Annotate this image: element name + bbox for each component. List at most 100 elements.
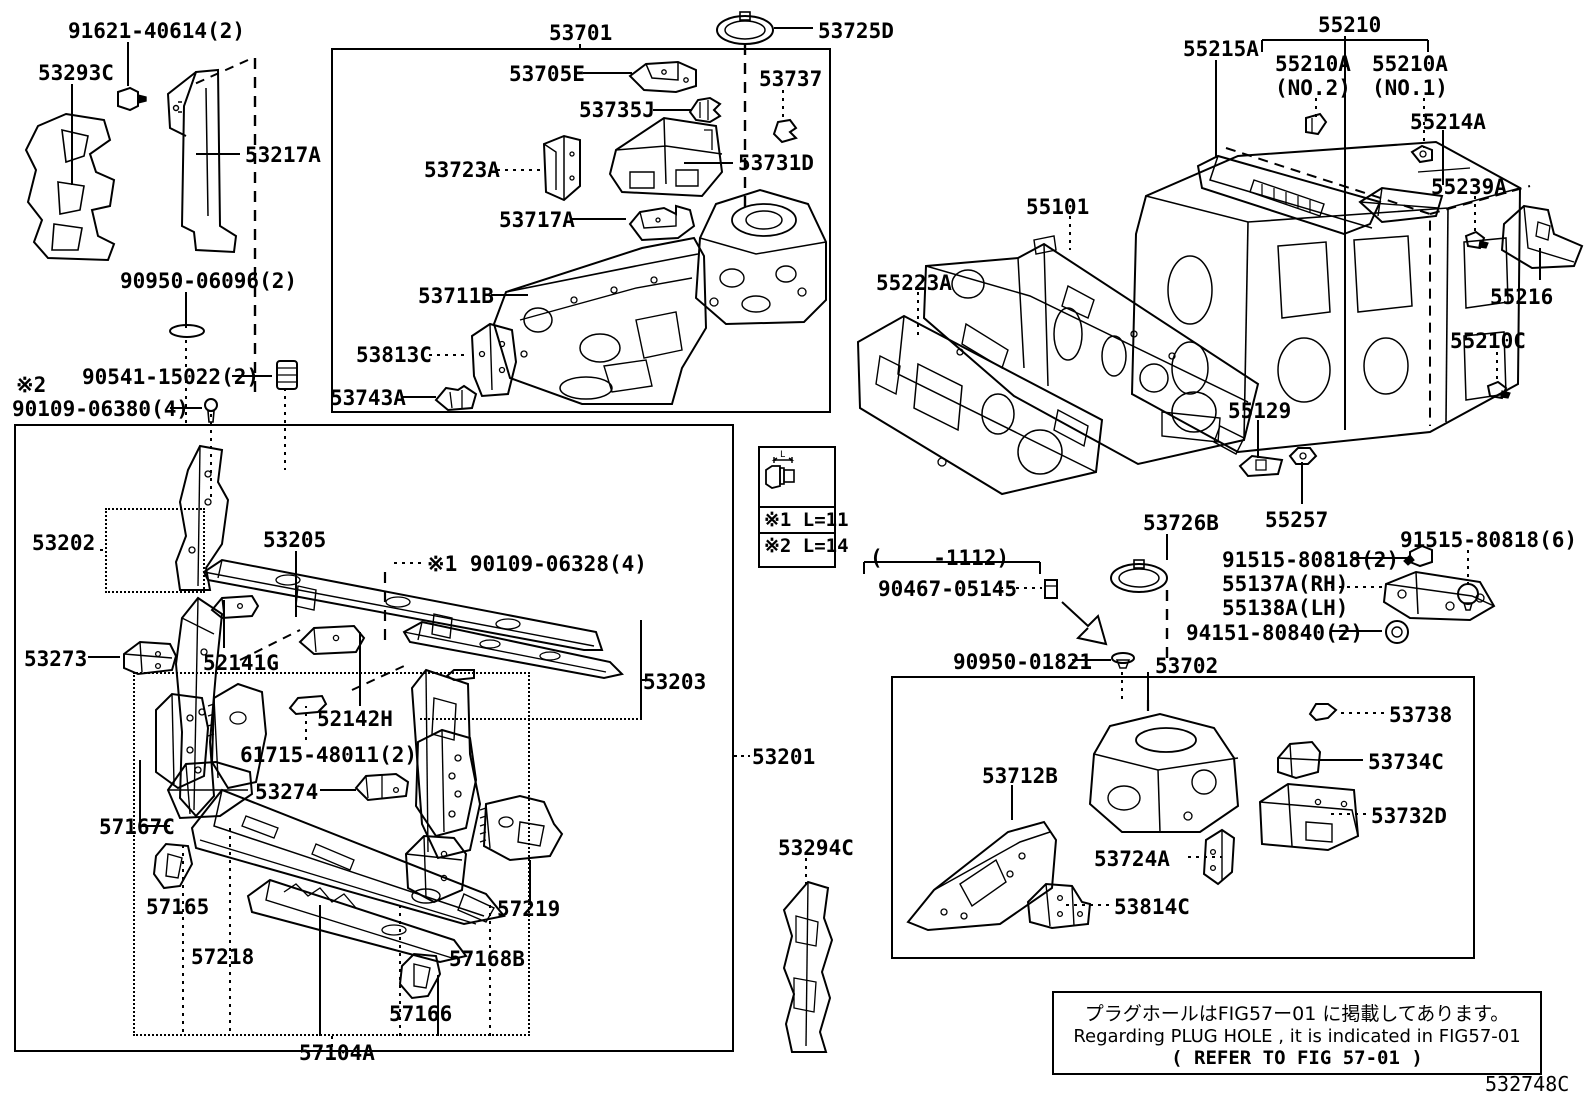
part-label-53711b: 53711B xyxy=(418,284,494,308)
part-art-53205 xyxy=(202,558,604,651)
part-label-90109063804: 90109-06380(4) xyxy=(12,397,190,421)
legend-row-1: ※1 L=11 xyxy=(760,506,849,532)
note-english: Regarding PLUG HOLE , it is indicated in… xyxy=(1073,1026,1521,1047)
part-label-57165: 57165 xyxy=(146,895,210,919)
part-art-57104A xyxy=(190,788,506,926)
group-box-53203 xyxy=(420,620,642,720)
part-art-53743A xyxy=(434,384,478,412)
part-label-53294c: 53294C xyxy=(778,836,854,860)
part-art-53293C xyxy=(24,112,116,262)
part-art-53203 xyxy=(402,620,624,680)
part-art-55223A xyxy=(856,314,1104,496)
part-art-57168B xyxy=(404,834,468,904)
part-label-53814c: 53814C xyxy=(1114,895,1190,919)
group-box-53702 xyxy=(891,676,1475,959)
part-art-lower-left-panel2 xyxy=(207,682,268,790)
figure-code: 532748C xyxy=(1485,1072,1570,1096)
part-label-55239a: 55239A xyxy=(1431,175,1507,199)
part-label-190109063284: ※1 90109-06328(4) xyxy=(427,552,647,576)
part-label-90541150222: 90541-15022(2) xyxy=(82,365,260,389)
part-label-1112: ( -1112) xyxy=(870,546,1010,570)
part-art-53737 xyxy=(772,118,798,144)
group-box-57104A xyxy=(133,672,530,1036)
part-art-90467-05145 xyxy=(1044,579,1058,599)
part-label-94151808402: 94151-80840(2) xyxy=(1186,621,1364,645)
part-art-55137A-55138A xyxy=(1382,570,1496,622)
part-art-55216 xyxy=(1500,204,1584,270)
part-label-55223a: 55223A xyxy=(876,271,952,295)
part-label-55214a: 55214A xyxy=(1410,110,1486,134)
part-art-53202 xyxy=(174,444,230,591)
part-art-94151-80840 xyxy=(1385,620,1409,644)
part-label-55210: 55210 xyxy=(1318,13,1382,37)
svg-text:L: L xyxy=(780,450,785,460)
part-art-90109-06380 xyxy=(204,398,218,423)
part-art-57165 xyxy=(152,842,194,890)
part-label-53732d: 53732D xyxy=(1371,804,1447,828)
part-art-53734C xyxy=(1277,740,1322,780)
part-art-53813C xyxy=(470,322,518,398)
part-art-55215A xyxy=(1196,154,1382,236)
part-label-53701: 53701 xyxy=(549,21,613,45)
part-label-53731d: 53731D xyxy=(738,151,814,175)
part-art-53735J xyxy=(688,96,722,124)
part-label-9095001821: 90950-01821 xyxy=(953,650,1093,674)
part-art-57218 xyxy=(246,878,468,964)
part-label-55138alh: 55138A(LH) xyxy=(1222,596,1349,620)
part-label-53217a: 53217A xyxy=(245,143,321,167)
part-art-90541-15022 xyxy=(276,360,298,390)
part-label-53737: 53737 xyxy=(759,67,823,91)
part-art-53294C xyxy=(782,880,834,1053)
part-label-53702: 53702 xyxy=(1155,654,1219,678)
part-art-53814C xyxy=(1026,882,1092,930)
part-label-57218: 57218 xyxy=(191,945,255,969)
part-label-53293c: 53293C xyxy=(38,61,114,85)
part-label-91515808182: 91515-80818(2) xyxy=(1222,548,1400,572)
part-label-55210a: 55210A (NO.2) xyxy=(1275,52,1351,100)
dashed-projection-55210 xyxy=(1225,147,1531,426)
part-label-53203: 53203 xyxy=(643,670,707,694)
part-art-53705E xyxy=(628,60,697,94)
part-label-90950060962: 90950-06096(2) xyxy=(120,269,298,293)
part-art-55210-dash-insulator xyxy=(1130,140,1522,454)
part-label-55129: 55129 xyxy=(1228,399,1292,423)
part-art-91621-bolt xyxy=(117,86,147,112)
part-art-55239A-bolt xyxy=(1464,230,1489,250)
part-art-52142H xyxy=(298,624,366,656)
part-label-91515808186: 91515-80818(6) xyxy=(1400,528,1578,552)
group-box-53202 xyxy=(105,508,205,593)
part-label-57167c: 57167C xyxy=(99,815,175,839)
part-art-53202-leg xyxy=(174,596,224,818)
part-art-53201-arm xyxy=(410,668,482,860)
part-label-2: ※2 xyxy=(16,373,47,397)
part-label-53205: 53205 xyxy=(263,528,327,552)
part-art-53217A xyxy=(166,68,238,254)
part-label-61715480112: 61715-48011(2) xyxy=(240,743,418,767)
part-art-57219 xyxy=(479,794,564,862)
part-label-55210c: 55210C xyxy=(1450,329,1526,353)
part-art-53732D xyxy=(1258,782,1360,852)
part-art-55257 xyxy=(1288,447,1318,465)
part-art-55129 xyxy=(1238,454,1284,478)
direction-arrow xyxy=(1061,601,1108,646)
part-art-53274 xyxy=(354,772,410,802)
part-art-55214A xyxy=(1358,186,1444,224)
part-label-53717a: 53717A xyxy=(499,208,575,232)
part-label-55137arh: 55137A(RH) xyxy=(1222,572,1349,596)
part-art-90950-01821 xyxy=(1111,652,1135,669)
bolt-length-legend: L ※1 L=11 ※2 L=14 xyxy=(758,446,849,568)
part-art-53717A xyxy=(628,204,696,242)
part-label-52141g: 52141G xyxy=(203,651,279,675)
part-label-55101: 55101 xyxy=(1026,195,1090,219)
part-art-side-panel-right xyxy=(414,728,478,838)
part-art-53712B xyxy=(906,820,1058,932)
group-box-53201 xyxy=(14,424,734,1052)
part-art-55210A-no2 xyxy=(1305,112,1328,136)
plug-hole-note-box: プラグホールはFIG57ー01 に掲載してあります。 Regarding PLU… xyxy=(1052,991,1542,1075)
part-label-53743a: 53743A xyxy=(330,386,406,410)
hex-flange-bolt-icon: L xyxy=(765,450,795,489)
part-art-53711B xyxy=(492,236,708,405)
part-art-53723A xyxy=(542,134,581,202)
